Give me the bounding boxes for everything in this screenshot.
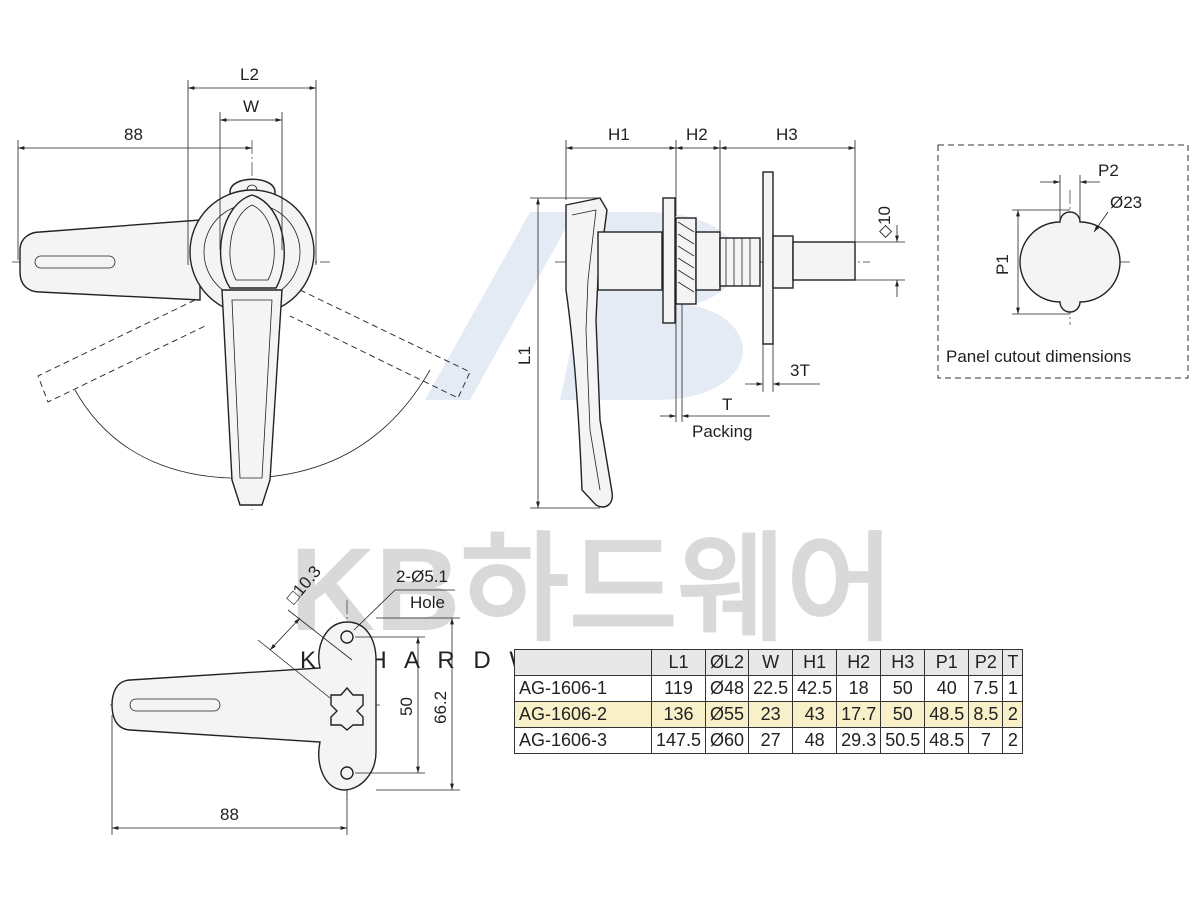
table-cell: 48 [792,727,838,754]
table-cell: 48.5 [924,701,970,728]
table-header-cell: P1 [924,649,970,676]
packing-label: Packing [692,422,752,441]
table-cell: 2 [1002,727,1024,754]
dim-L2-label: L2 [240,65,259,84]
dim-P2-label: P2 [1098,161,1119,180]
table-cell: 50.5 [880,727,926,754]
dim-H1-label: H1 [608,125,630,144]
table-cell: 43 [792,701,838,728]
table-cell: Ø60 [705,727,750,754]
table-header-cell: H3 [880,649,926,676]
table-cell: 147.5 [650,727,707,754]
dim-W-label: W [243,97,259,116]
dim-H2-label: H2 [686,125,708,144]
table-cell: 48.5 [924,727,970,754]
table-header-cell [514,649,652,676]
hole-label: Hole [410,593,445,612]
table-cell: 18 [836,675,882,702]
table-cell: 42.5 [792,675,838,702]
table-header-cell: T [1002,649,1024,676]
dim-dia-23-label: Ø23 [1110,193,1142,212]
table-row: AG-1606-1 119 Ø48 22.5 42.5 18 50 40 7.5… [514,675,1024,702]
table-cell: Ø48 [705,675,750,702]
dim-square-10-label: ◇10 [875,206,894,238]
table-header-cell: L1 [650,649,707,676]
table-cell: AG-1606-1 [514,675,652,702]
side-view: H1 H2 H3 L1 ◇10 3T T Packing [515,125,905,509]
spec-table: L1 ØL2 W H1 H2 H3 P1 P2 T AG-1606-1 119 … [514,649,1024,754]
front-view: L2 W 88 [12,65,471,510]
table-cell: 29.3 [836,727,882,754]
table-cell: 22.5 [748,675,794,702]
dim-T-label: T [722,395,732,414]
table-cell: 2 [1002,701,1024,728]
table-row-highlighted: AG-1606-2 136 Ø55 23 43 17.7 50 48.5 8.5… [514,701,1024,728]
table-cell: AG-1606-3 [514,727,652,754]
table-cell: 23 [748,701,794,728]
hole-spec-label: 2-Ø5.1 [396,567,448,586]
table-header-cell: ØL2 [705,649,750,676]
table-cell: 1 [1002,675,1024,702]
dim-H3-label: H3 [776,125,798,144]
table-cell: AG-1606-2 [514,701,652,728]
cutout-caption: Panel cutout dimensions [946,347,1131,366]
table-header-cell: H2 [836,649,882,676]
dim-3T-label: 3T [790,361,810,380]
table-header-row: L1 ØL2 W H1 H2 H3 P1 P2 T [514,649,1024,676]
table-header-cell: P2 [968,649,1004,676]
table-cell: 7.5 [968,675,1004,702]
cutout-frame [937,144,1189,379]
table-header-cell: H1 [792,649,838,676]
dim-P1-label: P1 [993,254,1012,275]
table-cell: 50 [880,701,926,728]
table-header-cell: W [748,649,794,676]
table-cell: 50 [880,675,926,702]
table-cell: 27 [748,727,794,754]
table-cell: 8.5 [968,701,1004,728]
dim-66-2-label: 66.2 [431,691,450,724]
table-cell: 40 [924,675,970,702]
table-cell: Ø55 [705,701,750,728]
panel-cutout-view: P2 P1 Ø23 Panel cutout dimensions [937,144,1189,379]
dim-50-label: 50 [397,697,416,716]
table-cell: 119 [650,675,707,702]
table-row: AG-1606-3 147.5 Ø60 27 48 29.3 50.5 48.5… [514,727,1024,754]
table-cell: 17.7 [836,701,882,728]
table-cell: 136 [650,701,707,728]
table-cell: 7 [968,727,1004,754]
watermark-brand: KB하드웨어 [290,524,895,656]
dim-88-bottom-label: 88 [220,805,239,824]
dim-L1-label: L1 [515,346,534,365]
dim-88-top-label: 88 [124,125,143,144]
watermark: KB하드웨어 K B H A R D W A R E [290,212,895,674]
